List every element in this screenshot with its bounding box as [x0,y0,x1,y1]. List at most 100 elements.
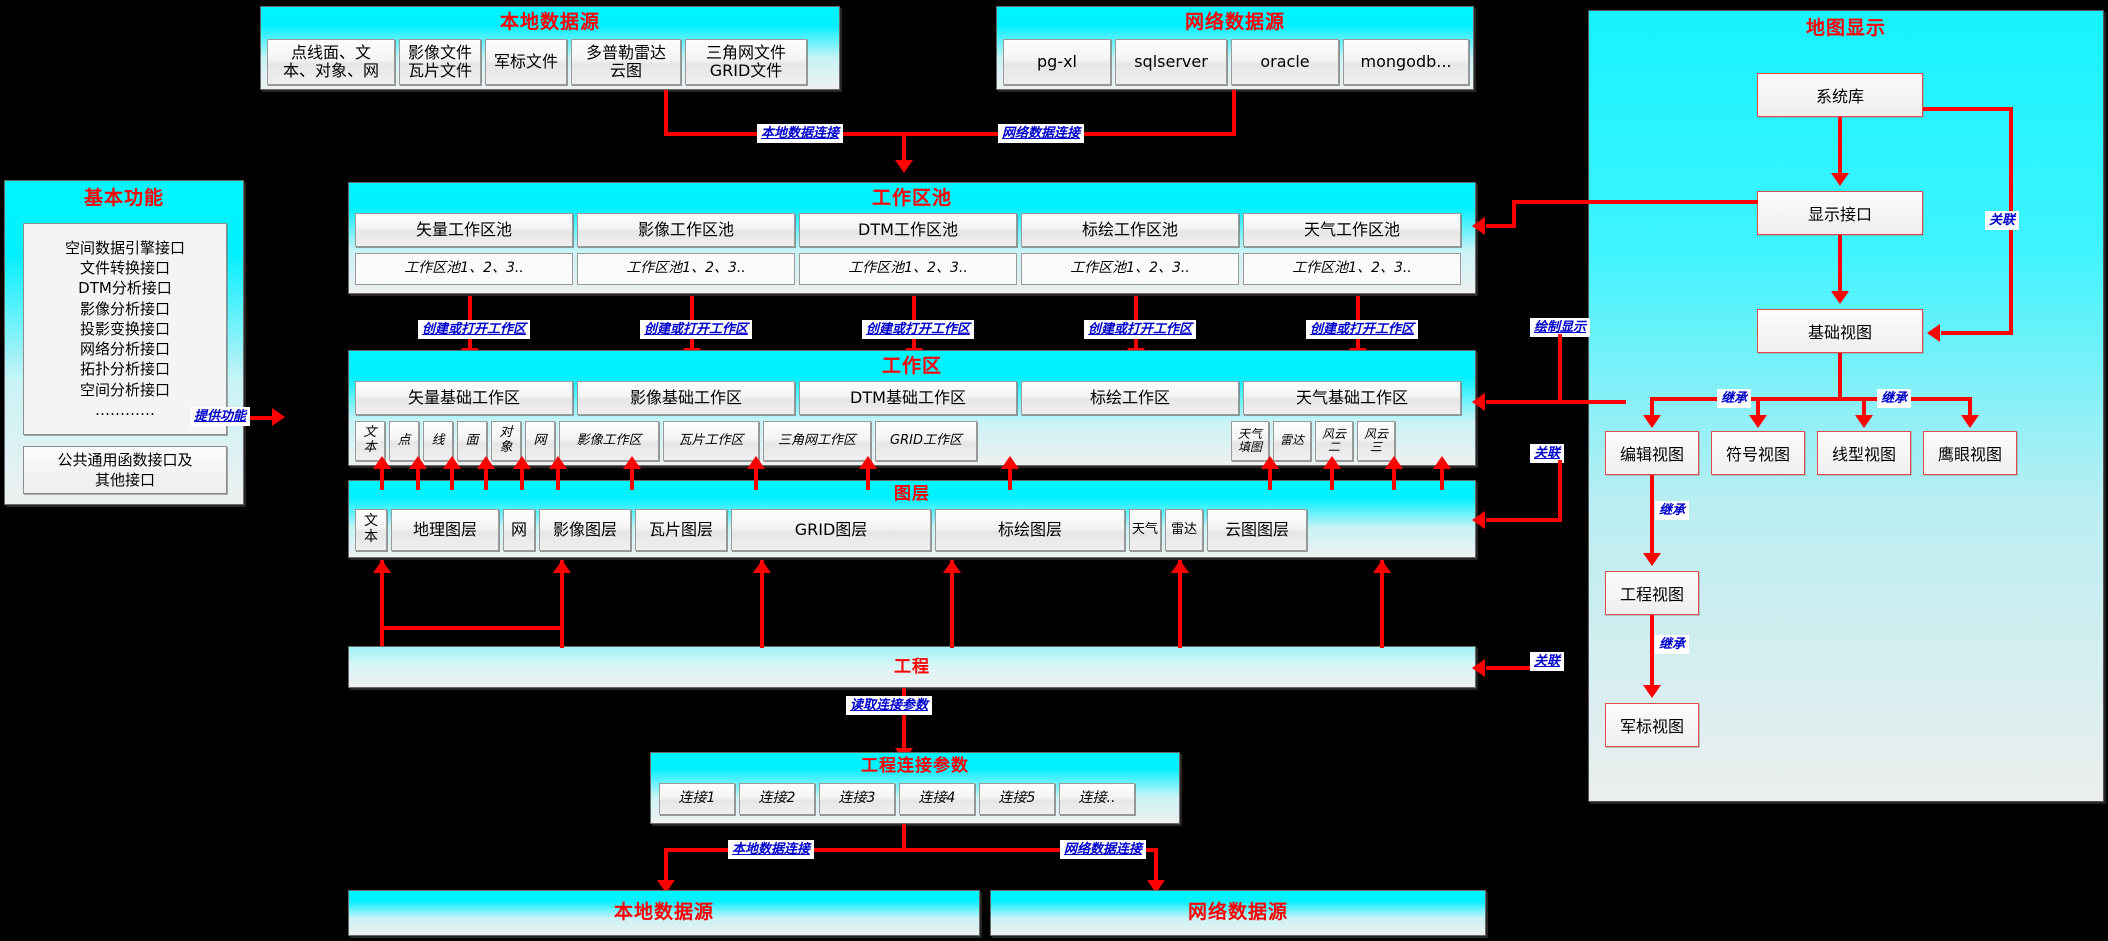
conn-item-0[interactable]: 连接1 [659,783,735,815]
workspace-sub-13[interactable]: 风云 三 [1357,421,1395,461]
layer-item-3[interactable]: 影像图层 [539,509,631,551]
base-view-box[interactable]: 基础视图 [1757,309,1923,353]
conn-item-2[interactable]: 连接3 [819,783,895,815]
ws-to-map-v [1558,334,1562,402]
linetype-view-box[interactable]: 线型视图 [1817,431,1911,475]
layer-item-8[interactable]: 雷达 [1165,509,1203,551]
pool-sub-0[interactable]: 工作区池1、2、3.. [355,253,573,285]
military-view-box[interactable]: 军标视图 [1605,703,1699,747]
layer-item-6[interactable]: 标绘图层 [935,509,1125,551]
sysdb-displayif-line [1838,117,1842,175]
ws-layer-arrow-3 [477,456,495,469]
workspace-sub-6[interactable]: 影像工作区 [559,421,659,461]
displayif-to-pool-v [1512,200,1516,226]
basic-function-panel: 基本功能 空间数据引擎接口 文件转换接口 DTM分析接口 影像分析接口 投影变换… [4,180,244,505]
inherit-label-4: 继承 [1655,635,1690,654]
workspace-subitems-weather: 天气 填图 雷达 风云 二 风云 三 [1231,421,1395,461]
conn-bottom-right-h [902,848,1158,852]
workspace-sub-10[interactable]: 天气 填图 [1231,421,1269,461]
inherit-label-3: 继承 [1655,501,1690,520]
conn-item-3[interactable]: 连接4 [899,783,975,815]
workspace-sub-0[interactable]: 文 本 [355,421,385,461]
net-item-3[interactable]: mongodb... [1343,39,1469,85]
workspace-subitems: 文 本 点 线 面 对 象 网 影像工作区 瓦片工作区 三角网工作区 GRID工… [355,421,977,461]
local-item-4[interactable]: 三角网文件 GRID文件 [685,39,807,85]
project-conn-line [902,688,906,750]
workspace-sub-1[interactable]: 点 [389,421,419,461]
workspace-sub-2[interactable]: 线 [423,421,453,461]
pool-feed-line [902,132,906,162]
local-conn-label: 本地数据连接 [757,124,844,143]
local-item-2[interactable]: 军标文件 [485,39,567,85]
layer-item-0[interactable]: 文 本 [355,509,387,551]
system-db-box[interactable]: 系统库 [1757,73,1923,117]
pool-sub-4[interactable]: 工作区池1、2、3.. [1243,253,1461,285]
displayif-to-pool-h [1512,200,1758,204]
net-item-2[interactable]: oracle [1231,39,1339,85]
ws-layer-arrow-5 [549,456,567,469]
fan-line-3 [1968,397,1972,417]
layer-item-9[interactable]: 云图图层 [1207,509,1307,551]
workspace-item-1[interactable]: 影像基础工作区 [577,381,795,415]
workspace-sub-7[interactable]: 瓦片工作区 [663,421,759,461]
net-item-1[interactable]: sqlserver [1115,39,1227,85]
ws-layer-line-5 [556,468,560,490]
local-item-3[interactable]: 多普勒雷达 云图 [571,39,681,85]
workspace-sub-12[interactable]: 风云 二 [1315,421,1353,461]
bottom-local-source-panel: 本地数据源 [348,890,980,936]
workspace-item-4[interactable]: 天气基础工作区 [1243,381,1461,415]
bottom-network-source-title: 网络数据源 [1187,901,1288,923]
symbol-view-box[interactable]: 符号视图 [1711,431,1805,475]
workspace-items: 矢量基础工作区 影像基础工作区 DTM基础工作区 标绘工作区 天气基础工作区 [355,381,1461,415]
conn-bottom-left-arrow [657,880,675,893]
ws-layer-line-7 [754,468,758,490]
local-item-0[interactable]: 点线面、文 本、对象、网 [267,39,395,85]
conn-down-line [902,824,906,850]
project-view-box[interactable]: 工程视图 [1605,571,1699,615]
bottom-net-conn-label: 网络数据连接 [1060,840,1147,859]
map-display-title: 地图显示 [1805,17,1886,39]
local-item-1[interactable]: 影像文件 瓦片文件 [399,39,481,85]
pool-item-0[interactable]: 矢量工作区池 [355,213,573,247]
inherit-label-1: 继承 [1717,389,1752,408]
workspace-item-2[interactable]: DTM基础工作区 [799,381,1017,415]
pool-sub-3[interactable]: 工作区池1、2、3.. [1021,253,1239,285]
conn-item-5[interactable]: 连接.. [1059,783,1135,815]
ws-layer-arrow-7 [747,456,765,469]
provide-func-arrow [272,408,285,426]
pool-item-4[interactable]: 天气工作区池 [1243,213,1461,247]
workspace-sub-3[interactable]: 面 [457,421,487,461]
workspace-sub-9[interactable]: GRID工作区 [875,421,977,461]
workspace-sub-11[interactable]: 雷达 [1273,421,1311,461]
layer-item-4[interactable]: 瓦片图层 [635,509,727,551]
workspace-item-0[interactable]: 矢量基础工作区 [355,381,573,415]
sysdb-displayif-arrow [1831,173,1849,186]
workspace-sub-8[interactable]: 三角网工作区 [763,421,871,461]
workspace-sub-4[interactable]: 对 象 [491,421,521,461]
ws-layer-line-12 [1392,468,1396,490]
pool-item-3[interactable]: 标绘工作区池 [1021,213,1239,247]
layer-item-5[interactable]: GRID图层 [731,509,931,551]
workspace-pool-subitems: 工作区池1、2、3.. 工作区池1、2、3.. 工作区池1、2、3.. 工作区池… [355,253,1461,285]
conn-item-4[interactable]: 连接5 [979,783,1055,815]
layer-item-1[interactable]: 地理图层 [391,509,499,551]
pool-item-1[interactable]: 影像工作区池 [577,213,795,247]
layer-item-7[interactable]: 天气 [1129,509,1161,551]
workspace-item-3[interactable]: 标绘工作区 [1021,381,1239,415]
pool-sub-2[interactable]: 工作区池1、2、3.. [799,253,1017,285]
pool-item-2[interactable]: DTM工作区池 [799,213,1017,247]
eagle-eye-view-box[interactable]: 鹰眼视图 [1923,431,2017,475]
net-item-0[interactable]: pg-xl [1003,39,1111,85]
conn-item-1[interactable]: 连接2 [739,783,815,815]
fan-line-0 [1650,397,1654,417]
display-interface-box[interactable]: 显示接口 [1757,191,1923,235]
layer-proj-line-5 [1380,560,1384,648]
pool-sub-1[interactable]: 工作区池1、2、3.. [577,253,795,285]
ws-layer-arrow-12 [1385,456,1403,469]
relate-label-1: 关联 [1985,211,2020,230]
bottom-network-source-panel: 网络数据源 [990,890,1486,936]
edit-view-box[interactable]: 编辑视图 [1605,431,1699,475]
workspace-sub-5[interactable]: 网 [525,421,555,461]
layer-item-2[interactable]: 网 [503,509,535,551]
read-conn-label: 读取连接参数 [846,696,933,715]
